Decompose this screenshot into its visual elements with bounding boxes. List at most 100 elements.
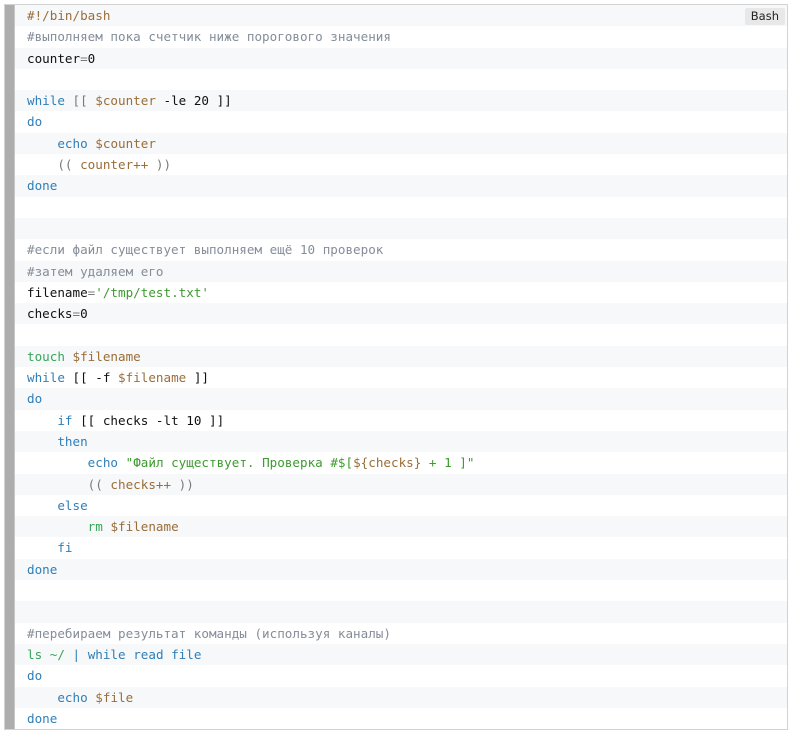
- code-token: [27, 136, 57, 151]
- code-token: filename: [27, 284, 88, 300]
- code-token: "Файл существует. Проверка #$[: [125, 455, 354, 471]
- code-token: echo: [57, 135, 88, 151]
- code-token: while: [27, 370, 65, 386]
- code-token: [[ -f: [64, 370, 118, 386]
- code-token: )): [148, 157, 172, 173]
- code-line: [15, 580, 787, 602]
- code-line: while [[ -f $filename ]]: [15, 367, 787, 389]
- code-token: done: [27, 561, 58, 577]
- code-gutter: [5, 5, 15, 729]
- code-line: then: [15, 430, 787, 453]
- language-badge[interactable]: Bash: [744, 8, 785, 25]
- code-token: [[: [64, 93, 96, 109]
- code-line: touch $filename: [15, 345, 787, 368]
- code-line: [15, 217, 787, 240]
- code-token: $filename: [118, 370, 187, 386]
- code-token: ((: [57, 157, 81, 173]
- code-line: echo $file: [15, 686, 787, 708]
- code-token: touch: [27, 348, 65, 364]
- code-token: $filename: [110, 519, 179, 535]
- code-token: '/tmp/test.txt': [95, 284, 209, 300]
- code-token: while: [27, 93, 65, 109]
- code-token: 0: [87, 50, 96, 66]
- code-token: ((: [87, 476, 111, 492]
- code-lines: #!/bin/bash #выполняем пока счетчик ниже …: [15, 5, 787, 729]
- code-token: =: [80, 50, 88, 66]
- code-token: $counter: [95, 135, 156, 151]
- code-token: [65, 349, 73, 364]
- code-token: echo: [57, 689, 88, 705]
- code-token: -le 20 ]]: [155, 93, 232, 109]
- code-line: filename='/tmp/test.txt': [15, 281, 787, 304]
- code-token: [27, 690, 57, 705]
- code-token: #если файл существует выполняем ещё 10 п…: [27, 242, 384, 258]
- code-line: [15, 68, 787, 91]
- code-token: #!/bin/bash: [27, 8, 111, 23]
- code-line: #перебираем результат команды (используя…: [15, 622, 787, 644]
- code-token: [27, 413, 57, 428]
- code-line: fi: [15, 537, 787, 559]
- code-line: #выполняем пока счетчик ниже порогового …: [15, 26, 787, 48]
- code-token: [118, 455, 126, 470]
- code-token: 0: [80, 306, 88, 322]
- code-token: |: [72, 646, 81, 662]
- code-token: #затем удаляем его: [27, 263, 164, 279]
- code-line: counter=0: [15, 47, 787, 69]
- code-token: $file: [95, 689, 134, 705]
- code-line: checks=0: [15, 303, 787, 325]
- code-line: [15, 196, 787, 218]
- code-line: do: [15, 111, 787, 133]
- code-line: #затем удаляем его: [15, 260, 787, 282]
- code-block: #!/bin/bash #выполняем пока счетчик ниже …: [4, 4, 788, 730]
- code-token: while: [87, 646, 126, 662]
- code-token: [27, 434, 57, 449]
- code-token: rm: [87, 519, 103, 535]
- code-token: )): [171, 476, 194, 492]
- code-token: [27, 540, 57, 555]
- code-token: done: [27, 178, 58, 194]
- code-token: =: [72, 306, 81, 322]
- code-line: rm $filename: [15, 516, 787, 538]
- code-token: echo: [87, 455, 119, 471]
- code-token: [27, 477, 88, 492]
- code-token: [27, 455, 88, 470]
- code-token: [80, 647, 88, 662]
- code-token: do: [27, 114, 43, 130]
- code-token: checks++: [110, 476, 172, 492]
- code-token: =: [87, 284, 96, 300]
- code-token: #выполняем пока счетчик ниже порогового …: [27, 29, 391, 45]
- code-line: (( counter++ )): [15, 154, 787, 176]
- code-token: [[ checks -lt 10 ]]: [72, 412, 225, 428]
- code-token: else: [57, 497, 88, 513]
- code-token: counter++: [80, 157, 149, 173]
- code-line: else: [15, 494, 787, 517]
- code-line: do: [15, 388, 787, 410]
- code-line: do: [15, 665, 787, 687]
- code-line: done: [15, 707, 787, 729]
- code-line: done: [15, 175, 787, 197]
- code-token: checks: [27, 306, 73, 322]
- code-token: fi: [57, 540, 73, 556]
- code-line: while [[ $counter -le 20 ]]: [15, 90, 787, 112]
- code-line: ls ~/ | while read file: [15, 643, 787, 666]
- code-token: $filename: [72, 348, 141, 364]
- code-line: done: [15, 558, 787, 581]
- code-line: [15, 324, 787, 346]
- code-token: ${checks}: [353, 455, 422, 471]
- code-token: [27, 519, 88, 534]
- code-token: read file: [125, 646, 202, 662]
- code-line: #!/bin/bash: [15, 5, 787, 27]
- code-token: do: [27, 391, 43, 407]
- code-token: then: [57, 433, 88, 449]
- code-line: echo "Файл существует. Проверка #$[${che…: [15, 452, 787, 474]
- code-token: do: [27, 668, 43, 684]
- code-token: + 1 ]": [421, 455, 475, 471]
- code-line: #если файл существует выполняем ещё 10 п…: [15, 239, 787, 261]
- code-token: [27, 498, 57, 513]
- code-line: [15, 601, 787, 623]
- code-line: (( checks++ )): [15, 473, 787, 495]
- code-token: #перебираем результат команды (используя…: [27, 625, 391, 641]
- code-line: echo $counter: [15, 132, 787, 155]
- code-token: ls ~/: [27, 646, 73, 662]
- code-token: done: [27, 710, 58, 726]
